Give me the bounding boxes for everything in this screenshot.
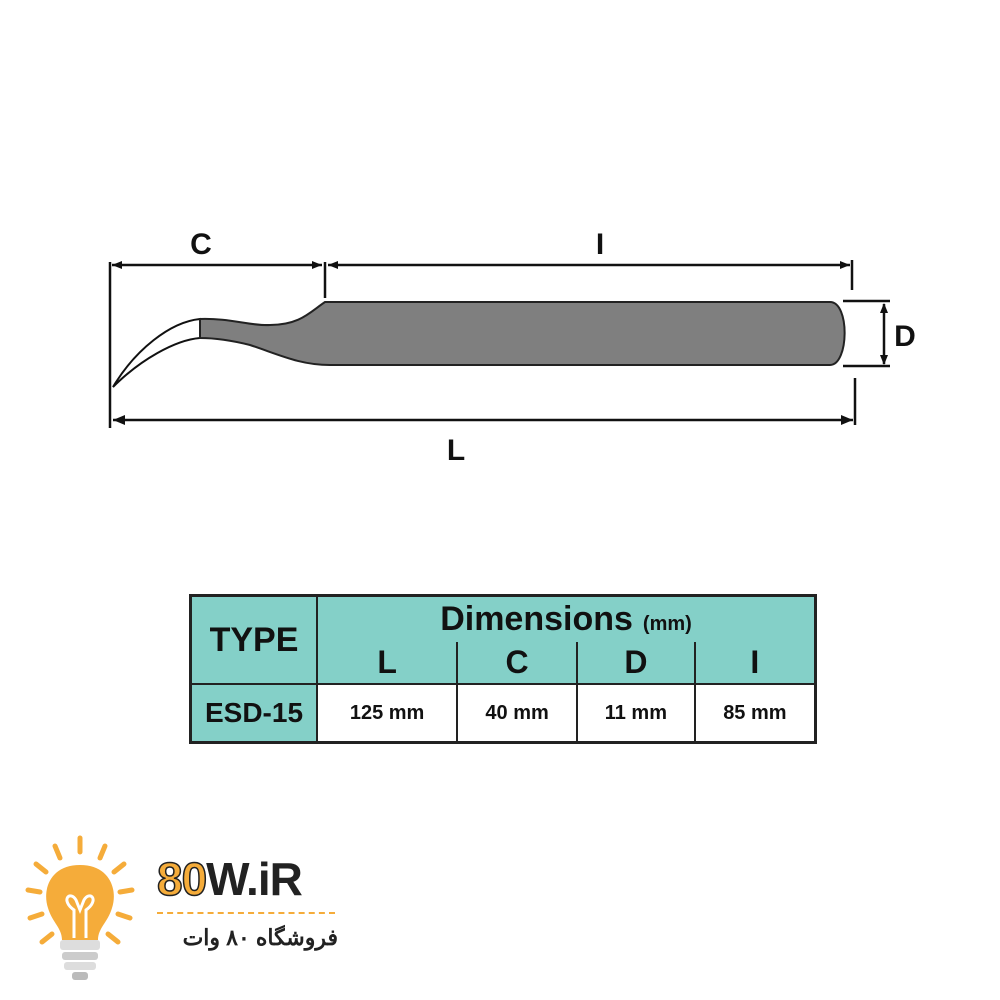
- column-header-c: C: [456, 642, 578, 685]
- label-i: I: [595, 228, 605, 261]
- cell-l: 125 mm: [315, 683, 459, 744]
- logo-divider: [157, 912, 335, 914]
- tweezer-tip: [112, 317, 201, 388]
- label-l: L: [446, 434, 466, 467]
- table-row: ESD-15 125 mm 40 mm 11 mm 85 mm: [189, 683, 817, 744]
- label-c: C: [190, 228, 212, 261]
- tweezer-body: [199, 301, 846, 366]
- dimensions-unit: (mm): [642, 613, 692, 636]
- brand-domain: W.iR: [206, 853, 303, 905]
- dimensions-header: Dimensions (mm): [316, 594, 817, 643]
- cell-d: 11 mm: [575, 683, 696, 744]
- cell-i: 85 mm: [693, 683, 817, 744]
- dimensions-table: TYPE Dimensions (mm) L C D I ESD-15 125 m…: [189, 594, 817, 744]
- dimensions-title: Dimensions: [440, 600, 633, 639]
- logo-subtitle: فروشگاه ۸۰ وات: [182, 925, 338, 950]
- tweezer-dimension-diagram: [108, 260, 890, 428]
- row-type: ESD-15: [189, 683, 318, 744]
- type-header: TYPE: [189, 594, 318, 685]
- label-d: D: [894, 320, 916, 353]
- brand-logo-text: 80W.iR: [156, 852, 303, 906]
- arrowheads: [112, 261, 888, 425]
- column-header-l: L: [315, 642, 459, 685]
- column-header-i: I: [693, 642, 817, 685]
- brand-number: 80: [156, 852, 208, 906]
- lightbulb-logo-icon: [25, 835, 135, 980]
- cell-c: 40 mm: [456, 683, 578, 744]
- column-header-d: D: [575, 642, 696, 685]
